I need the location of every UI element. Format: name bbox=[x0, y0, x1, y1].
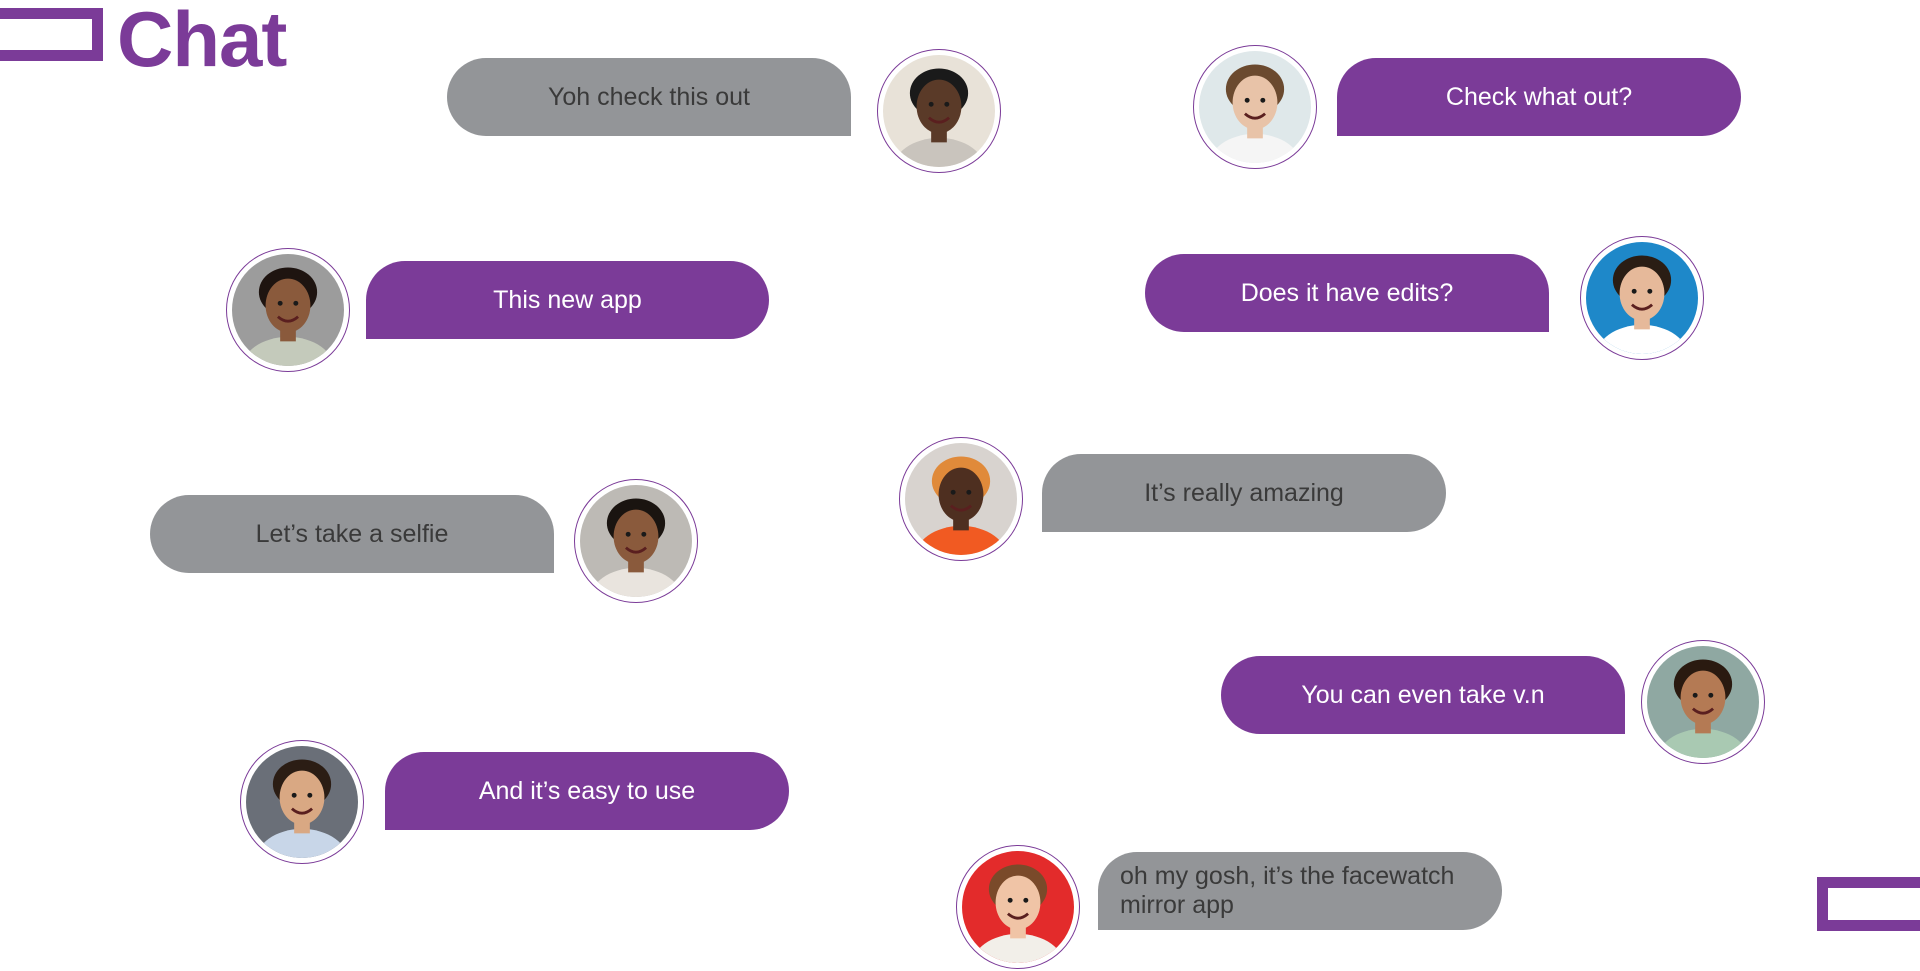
man-glasses-blue-background-avatar[interactable] bbox=[1580, 236, 1704, 360]
man-glasses-laughing-avatar[interactable] bbox=[877, 49, 1001, 173]
man-smiling-avatar[interactable] bbox=[226, 248, 350, 372]
woman-glasses-smiling-avatar[interactable] bbox=[1193, 45, 1317, 169]
message-text: oh my gosh, it’s the facewatch mirror ap… bbox=[1120, 862, 1455, 919]
man-hat-red-glasses-avatar[interactable] bbox=[899, 437, 1023, 561]
message-text: It’s really amazing bbox=[1144, 478, 1344, 507]
message-text: Let’s take a selfie bbox=[255, 519, 449, 548]
message-bubble[interactable]: Does it have edits? bbox=[1145, 254, 1549, 332]
avatar-portrait bbox=[1647, 646, 1759, 758]
message-bubble[interactable]: Yoh check this out bbox=[447, 58, 851, 136]
message-text: Check what out? bbox=[1445, 82, 1633, 111]
avatar-portrait bbox=[905, 443, 1017, 555]
message-bubble[interactable]: And it’s easy to use bbox=[385, 752, 789, 830]
message-text: You can even take v.n bbox=[1301, 680, 1545, 709]
avatar-portrait bbox=[232, 254, 344, 366]
avatar-portrait bbox=[580, 485, 692, 597]
avatar-portrait bbox=[246, 746, 358, 858]
message-text: This new app bbox=[493, 285, 642, 314]
man-beard-laughing-avatar[interactable] bbox=[240, 740, 364, 864]
message-bubble[interactable]: It’s really amazing bbox=[1042, 454, 1446, 532]
avatar-portrait bbox=[883, 55, 995, 167]
message-text: Does it have edits? bbox=[1240, 278, 1454, 307]
message-bubble[interactable]: You can even take v.n bbox=[1221, 656, 1625, 734]
corner-accent-bar bbox=[1817, 877, 1920, 931]
avatar-portrait bbox=[1586, 242, 1698, 354]
woman-surprised-red-background-avatar[interactable] bbox=[956, 845, 1080, 969]
message-bubble[interactable]: Check what out? bbox=[1337, 58, 1741, 136]
message-text: And it’s easy to use bbox=[478, 776, 696, 805]
message-bubble[interactable]: oh my gosh, it’s the facewatch mirror ap… bbox=[1098, 852, 1502, 930]
header-accent-bar bbox=[0, 8, 103, 61]
avatar-portrait bbox=[1199, 51, 1311, 163]
message-bubble[interactable]: This new app bbox=[366, 261, 769, 339]
message-bubble[interactable]: Let’s take a selfie bbox=[150, 495, 554, 573]
page-title: Chat bbox=[117, 0, 287, 83]
woman-curly-bun-laughing-avatar[interactable] bbox=[1641, 640, 1765, 764]
message-text: Yoh check this out bbox=[548, 82, 750, 111]
avatar-portrait bbox=[962, 851, 1074, 963]
woman-curly-hair-avatar[interactable] bbox=[574, 479, 698, 603]
